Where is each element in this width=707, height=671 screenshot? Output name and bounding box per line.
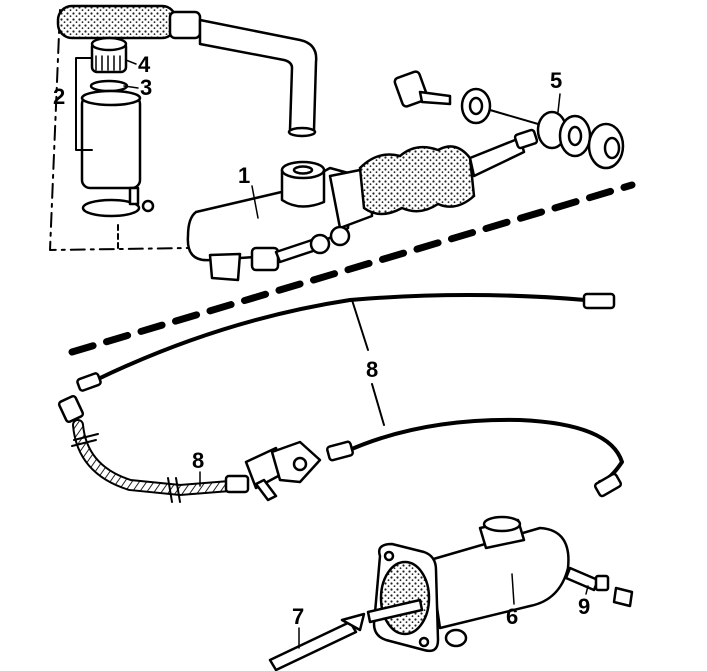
bleed-screw xyxy=(564,566,634,608)
rigid-pipe-lower xyxy=(326,417,624,498)
pushrod xyxy=(468,128,539,178)
master-cylinder xyxy=(186,160,374,282)
reservoir-bracket-lines xyxy=(75,57,93,151)
callout-3: 3 xyxy=(140,75,152,100)
callout-1: 1 xyxy=(238,163,250,188)
dust-boot xyxy=(358,145,476,216)
callout-4: 4 xyxy=(138,52,151,77)
callout-labels: 1 2 3 4 5 6 7 8 8 9 xyxy=(53,52,590,649)
pipe-callout-leaders xyxy=(351,299,385,426)
callout-8-pipes: 8 xyxy=(366,357,378,382)
callout-9: 9 xyxy=(578,594,590,619)
callout-2: 2 xyxy=(53,84,65,109)
supply-hose xyxy=(56,4,318,138)
hose-bracket xyxy=(244,440,322,502)
callout-5: 5 xyxy=(550,68,562,93)
rigid-pipe-upper xyxy=(76,292,616,392)
slave-pushrod xyxy=(268,598,424,671)
section-divider xyxy=(49,9,636,356)
callout-8-hose: 8 xyxy=(192,448,204,473)
callout-7: 7 xyxy=(292,604,304,629)
fluid-reservoir xyxy=(80,36,155,218)
slave-cylinder xyxy=(372,515,570,653)
mounting-bolt xyxy=(250,225,351,272)
flexible-hose xyxy=(57,394,250,503)
clevis-kit xyxy=(393,70,625,170)
callout-6: 6 xyxy=(506,604,518,629)
